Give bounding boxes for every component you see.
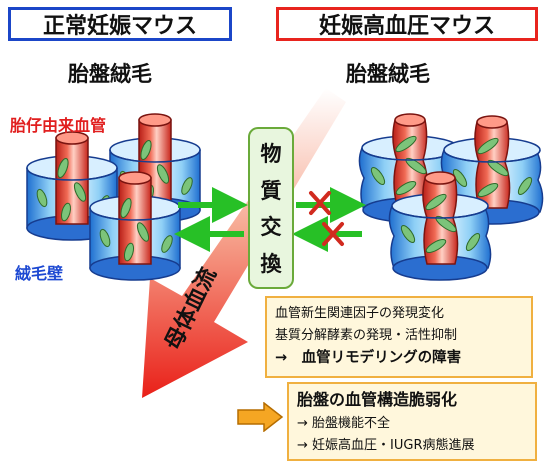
maternal-flow-arrow (142, 88, 346, 398)
exchange-char-2: 質 (260, 178, 282, 203)
result-box: 胎盤の血管構造脆弱化 → 胎盤機能不全 → 妊娠高血圧・IUGR病態進展 (287, 382, 537, 461)
hypertensive-pregnancy-header: 妊娠高血圧マウス (276, 7, 538, 41)
fetal-vessel-label: 胎仔由来血管 (10, 116, 107, 135)
effects-box: 血管新生関連因子の発現変化 基質分解酵素の発現・活性抑制 → 血管リモデリングの… (265, 296, 533, 378)
effects-line-1: 血管新生関連因子の発現変化 (275, 306, 445, 321)
villi-label-right: 胎盤絨毛 (346, 62, 430, 86)
normal-pregnancy-header: 正常妊娠マウス (8, 7, 232, 41)
result-heading: 胎盤の血管構造脆弱化 (297, 390, 458, 409)
exchange-arrows-left (174, 187, 248, 252)
villi-label-left: 胎盤絨毛 (68, 62, 152, 86)
abnormal-villi (358, 113, 544, 281)
villus-wall-label: 絨毛壁 (15, 264, 64, 283)
result-line-2: → 妊娠高血圧・IUGR病態進展 (297, 438, 475, 453)
blocked-mark-icon (309, 191, 344, 246)
material-exchange-box: 物 質 交 換 (248, 127, 294, 289)
exchange-char-3: 交 (260, 215, 282, 240)
exchange-char-1: 物 (260, 142, 282, 167)
normal-villi (26, 113, 201, 281)
result-line-1: → 胎盤機能不全 (297, 416, 391, 431)
exchange-char-4: 換 (260, 251, 282, 276)
result-arrow-icon (237, 402, 284, 432)
effects-line-2: 基質分解酵素の発現・活性抑制 (275, 328, 458, 343)
effects-line-3: → 血管リモデリングの障害 (275, 350, 462, 366)
